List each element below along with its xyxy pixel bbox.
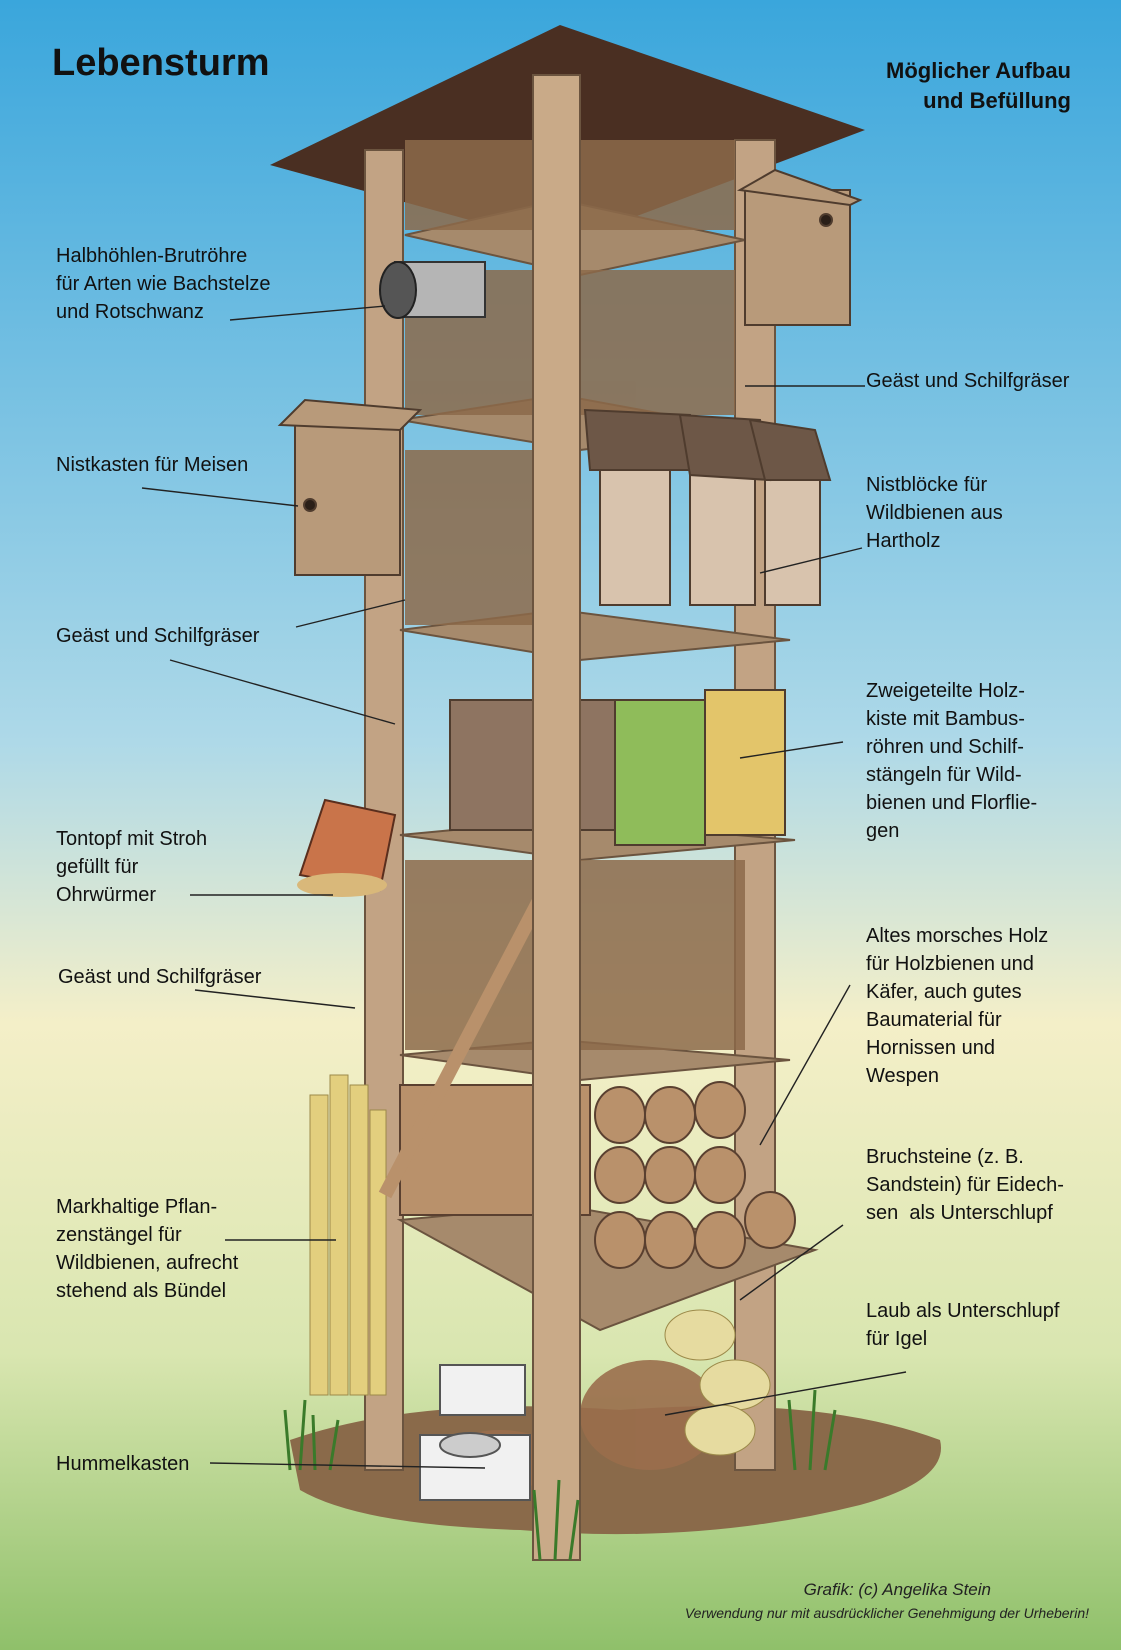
sandstones xyxy=(664,1309,771,1456)
label-holzkiste: Zweigeteilte Holz- kiste mit Bambus- röh… xyxy=(866,680,1038,842)
page-subtitle: Möglicher Aufbau und Befüllung xyxy=(886,58,1071,113)
label-geaest-low: Geäst und Schilfgräser xyxy=(58,966,262,988)
clay-pot xyxy=(297,798,397,897)
post-front xyxy=(532,74,581,1561)
leader-lines xyxy=(141,305,907,1469)
birdhouse-top xyxy=(736,168,863,326)
brood-tube xyxy=(379,261,486,319)
grass xyxy=(283,1389,837,1561)
label-altes-holz: Altes morsches Holz für Holzbienen und K… xyxy=(866,925,1049,1087)
credit: Grafik: (c) Angelika Stein xyxy=(803,1580,991,1599)
label-tontopf: Tontopf mit Stroh gefüllt für Ohrwürmer xyxy=(56,828,208,906)
bumblebee-box xyxy=(419,1364,531,1501)
label-bruchsteine: Bruchsteine (z. B. Sandstein) für Eidech… xyxy=(866,1146,1064,1224)
birdhouse-meisen xyxy=(277,398,423,576)
bamboo-box xyxy=(449,689,786,846)
label-nistbloecke: Nistblöcke für Wildbienen aus Hartholz xyxy=(866,474,1003,552)
label-markhaltige-pflanzenstaengel: Markhaltige Pflan- zenstängel für Wildbi… xyxy=(56,1196,239,1302)
page-title: Lebensturm xyxy=(52,42,270,84)
label-nistkasten-meisen: Nistkasten für Meisen xyxy=(56,454,249,476)
label-halbhoehlen-brutroehre: Halbhöhlen-Brutröhre für Arten wie Bachs… xyxy=(56,245,271,323)
stem-bundle xyxy=(309,1074,387,1396)
label-geaest-mid: Geäst und Schilfgräser xyxy=(56,625,260,647)
usage-notice: Verwendung nur mit ausdrücklicher Genehm… xyxy=(684,1605,1089,1621)
label-geaest-top: Geäst und Schilfgräser xyxy=(866,370,1070,392)
diagonal-brace xyxy=(378,866,562,1199)
nest-blocks xyxy=(583,408,832,606)
label-hummelkasten: Hummelkasten xyxy=(56,1453,190,1475)
label-laub: Laub als Unterschlupf für Igel xyxy=(866,1300,1060,1350)
